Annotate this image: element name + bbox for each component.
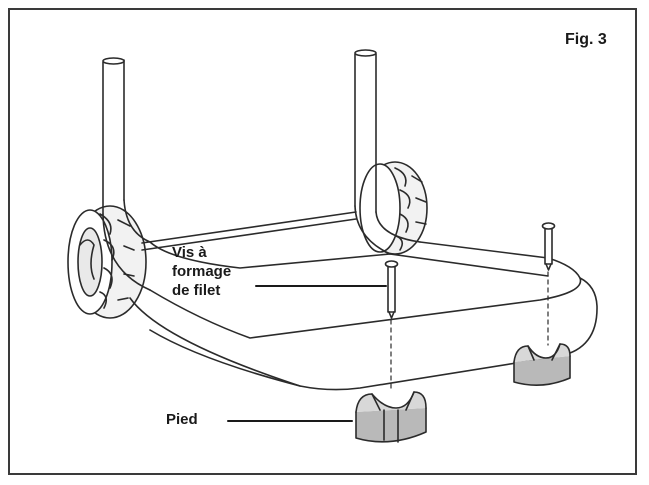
left-wheel [67,205,147,319]
figure-label: Fig. 3 [565,31,607,48]
foot-back [513,343,571,386]
base-frame [129,241,598,391]
axle [141,211,357,251]
guide-lines [390,271,549,393]
foot-callout: Pied [166,411,198,428]
right-handle [354,49,421,255]
screw-callout-line1: Vis à [172,244,207,261]
left-handle [102,57,151,291]
foot-front [355,391,427,443]
screw-front [384,260,399,319]
screw-back [541,222,556,271]
screw-callout-line2: formage [172,263,232,280]
screw-callout-line3: de filet [172,282,221,299]
right-wheel [359,161,428,255]
